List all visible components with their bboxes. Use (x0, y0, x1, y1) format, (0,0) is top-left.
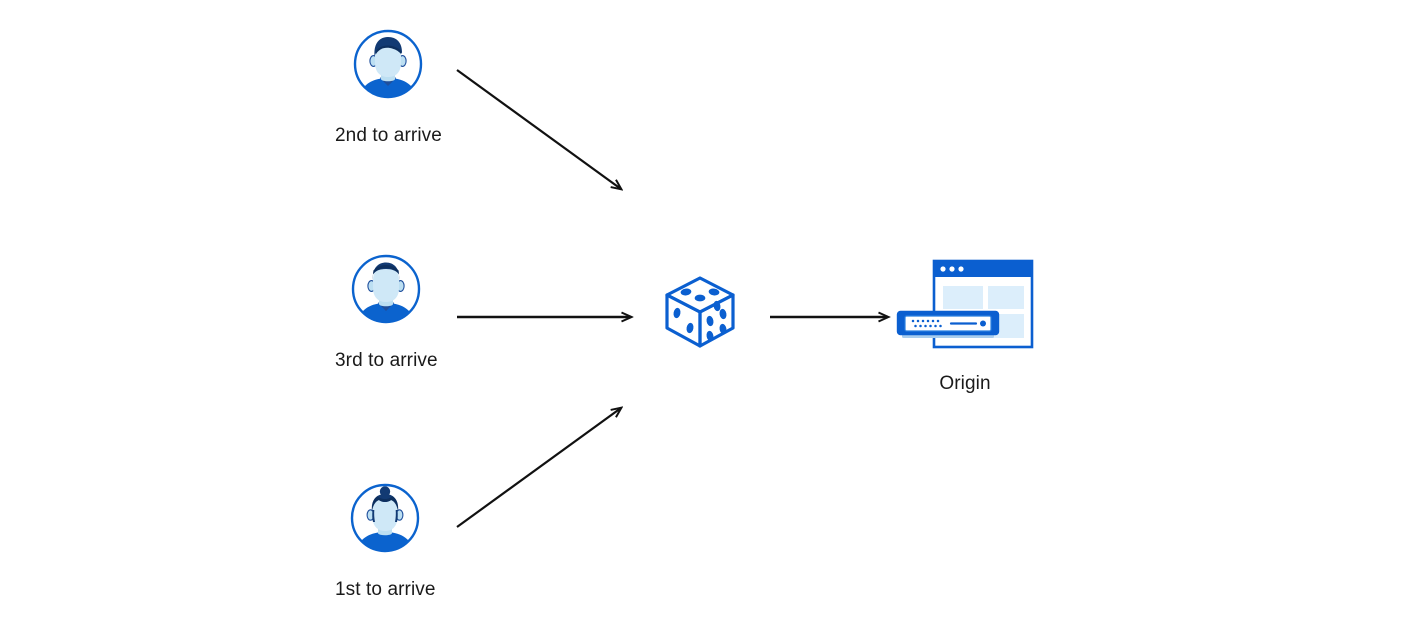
client-label-top: 2nd to arrive (335, 125, 442, 146)
user-avatar-icon (352, 28, 424, 100)
user-avatar-icon (349, 482, 421, 554)
arrow-top-to-dice (456, 69, 621, 189)
user-avatar-icon (350, 253, 422, 325)
client-label-middle: 3rd to arrive (335, 350, 438, 371)
client-node-middle[interactable]: 3rd to arrive (335, 253, 438, 373)
dice-cube-icon (657, 270, 743, 356)
load-balancer-node[interactable] (657, 270, 743, 356)
server-device-icon (896, 310, 1000, 338)
arrow-bottom-to-dice (456, 408, 621, 528)
client-node-bottom[interactable]: 1st to arrive (335, 482, 436, 602)
client-label-bottom: 1st to arrive (335, 579, 436, 600)
origin-node[interactable]: Origin (896, 258, 1034, 396)
origin-label: Origin (939, 373, 991, 394)
client-node-top[interactable]: 2nd to arrive (335, 28, 442, 148)
origin-server-icon (896, 258, 1034, 358)
